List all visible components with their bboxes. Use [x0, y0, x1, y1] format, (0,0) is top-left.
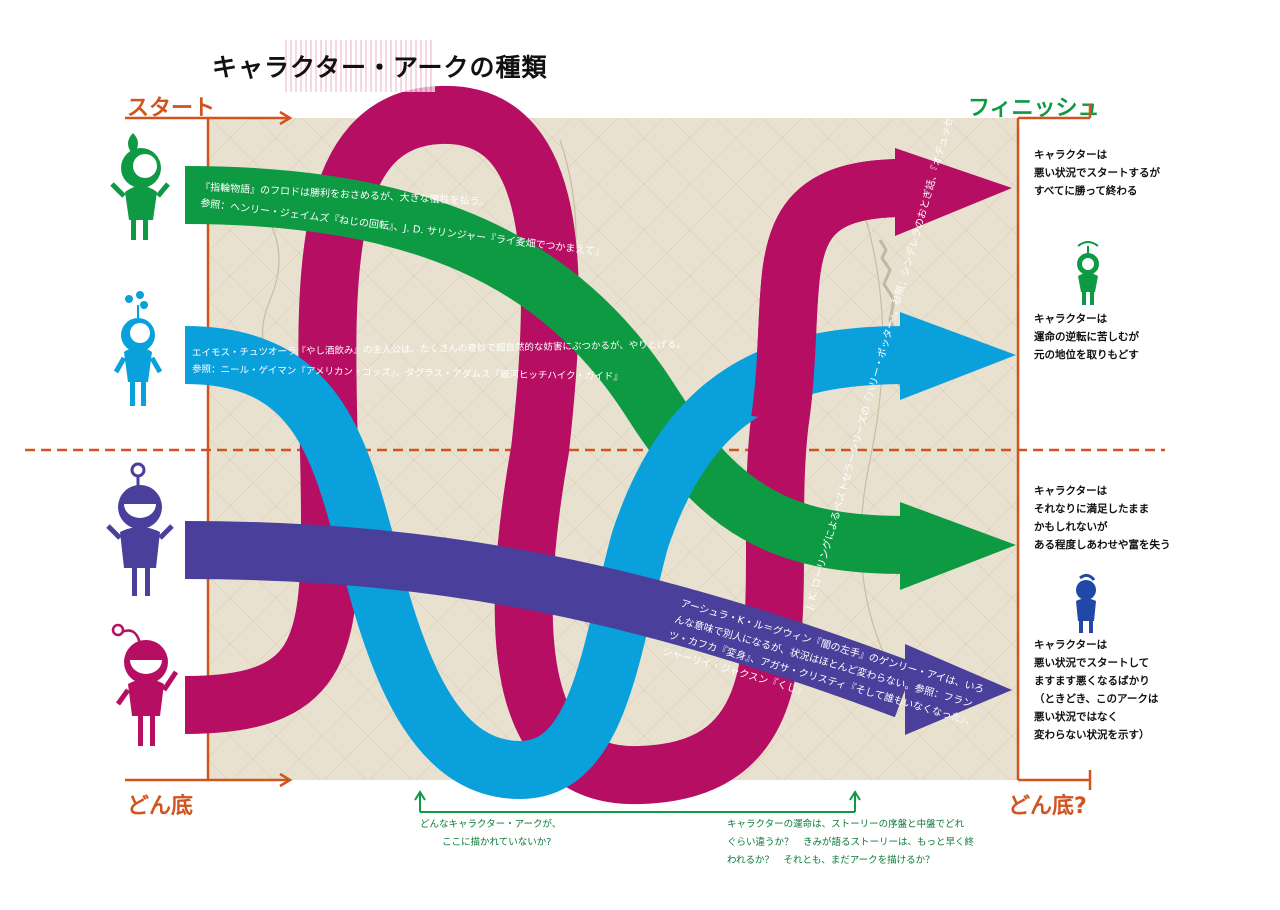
note-right: キャラクターの運命は、ストーリーの序盤と中盤でどれぐらい違うか？ きみが語るスト… [727, 819, 975, 866]
purple-character-icon [106, 462, 174, 596]
blue-small-character-icon [1076, 573, 1096, 633]
label-bottom-right: どん底? [1008, 794, 1087, 819]
outcome-green: キャラクターはそれなりに満足したままかもしれないがある程度しあわせや富を失う [1034, 485, 1171, 551]
outcome-blue: キャラクターは運命の逆転に苦しむが元の地位を取りもどす [1034, 313, 1139, 361]
label-bottom-left: どん底 [127, 794, 194, 819]
green-character-icon [110, 133, 170, 240]
green-arc-body [184, 166, 906, 574]
blue-character-icon [113, 291, 163, 406]
note-left: どんなキャラクター・アークが、ここに描かれていないか? [420, 819, 562, 848]
magenta-arc-head [895, 148, 1012, 236]
outcome-magenta: キャラクターは悪い状況でスタートするがすべてに勝って終わる [1034, 149, 1160, 197]
blue-arc-body [184, 326, 906, 800]
outcome-purple: キャラクターは悪い状況でスタートしてますます悪くなるばかり （ときどき、このアー… [1034, 639, 1159, 741]
magenta-character-icon [111, 623, 179, 746]
page-title: キャラクター・アークの種類 [212, 53, 548, 82]
title-highlight [285, 40, 435, 92]
green-arc-head [900, 502, 1016, 590]
purple-arc-body [184, 521, 916, 718]
green-small-character-icon [1077, 241, 1099, 305]
purple-arc-head [905, 644, 1012, 735]
blue-arc-head [900, 312, 1016, 400]
